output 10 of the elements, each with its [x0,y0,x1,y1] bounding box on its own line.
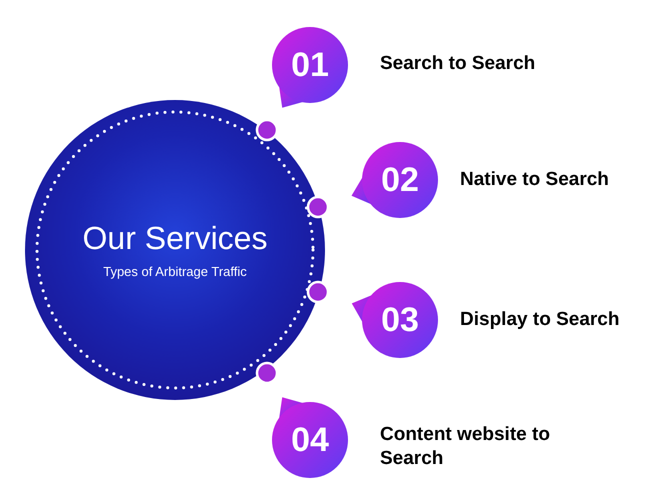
service-label: Display to Search [460,308,620,332]
step-number: 04 [291,420,329,460]
step-number: 01 [291,44,329,86]
service-label: Content website to Search [380,423,551,471]
service-label: Native to Search [460,168,610,192]
step-number: 02 [381,160,419,200]
hub-subtitle: Types of Arbitrage Traffic [103,263,247,282]
step-number: 03 [381,300,419,340]
service-label: Search to Search [380,52,536,76]
hub-title: Our Services [82,219,268,258]
